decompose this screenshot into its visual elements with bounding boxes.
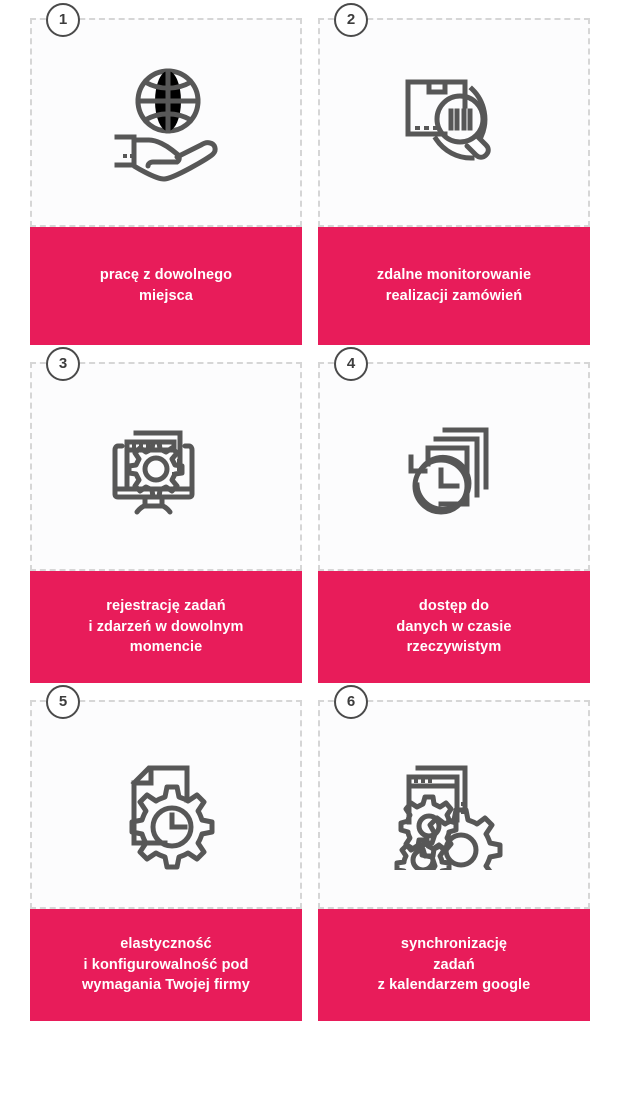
caption-line: momencie (129, 639, 203, 656)
caption-line: pracę z dowolnego (99, 267, 233, 284)
icon-panel-1: 1 (30, 3, 302, 227)
icon-panel-3: 3 (30, 347, 302, 571)
caption-line: miejsca (139, 288, 193, 304)
icon-panel-4: 4 (318, 347, 590, 571)
caption-line: i konfigurowalność pod (83, 956, 249, 973)
feature-caption-5: elastyczność i konfigurowalność pod wyma… (30, 909, 302, 1021)
package-magnifier-barcode-icon (405, 79, 491, 161)
caption-line: zdalne monitorowanie (376, 267, 532, 284)
feature-card-grid: 1 pracę z dowolnego (30, 3, 590, 1021)
globe-in-hand-icon (114, 68, 218, 181)
caption-line: realizacji zamówień (385, 288, 523, 304)
step-number-badge-1: 1 (46, 3, 80, 37)
step-number-badge-6: 6 (334, 685, 368, 719)
caption-line: rzeczywistym (406, 639, 502, 656)
step-number-badge-4: 4 (334, 347, 368, 381)
feature-card-5[interactable]: 5 elastyczność i konfigurowalność pod wy… (30, 685, 302, 1021)
icon-panel-6: 6 (318, 685, 590, 909)
caption-line: i zdarzeń w dowolnym (88, 618, 244, 635)
feature-caption-3: rejestrację zadań i zdarzeń w dowolnym m… (30, 571, 302, 683)
documents-clock-history-icon (408, 427, 489, 514)
step-number-badge-2: 2 (334, 3, 368, 37)
feature-card-1[interactable]: 1 pracę z dowolnego (30, 3, 302, 345)
feature-card-6[interactable]: 6 (318, 685, 590, 1021)
caption-line: elastyczność (120, 936, 212, 953)
step-number-badge-3: 3 (46, 347, 80, 381)
caption-line: z kalendarzem google (377, 977, 531, 994)
feature-caption-6: synchronizację zadań z kalendarzem googl… (318, 909, 590, 1021)
step-number-badge-5: 5 (46, 685, 80, 719)
caption-line: dostęp do (418, 598, 490, 615)
caption-line: synchronizację (400, 936, 508, 953)
document-gear-clock-icon (129, 765, 215, 869)
feature-caption-2: zdalne monitorowanie realizacji zamówień (318, 227, 590, 345)
feature-card-4[interactable]: 4 dostęp do danych w czasie rzeczywistym (318, 347, 590, 683)
windows-three-gears-icon (394, 765, 503, 870)
monitor-window-gear-icon (112, 430, 195, 514)
caption-line: rejestrację zadań (106, 598, 226, 615)
feature-card-3[interactable]: 3 (30, 347, 302, 683)
feature-caption-4: dostęp do danych w czasie rzeczywistym (318, 571, 590, 683)
caption-line: danych w czasie (396, 618, 512, 635)
icon-panel-5: 5 (30, 685, 302, 909)
feature-card-2[interactable]: 2 zdal (318, 3, 590, 345)
caption-line: wymagania Twojej firmy (82, 977, 250, 994)
feature-caption-1: pracę z dowolnego miejsca (30, 227, 302, 345)
icon-panel-2: 2 (318, 3, 590, 227)
caption-line: zadań (433, 956, 475, 973)
